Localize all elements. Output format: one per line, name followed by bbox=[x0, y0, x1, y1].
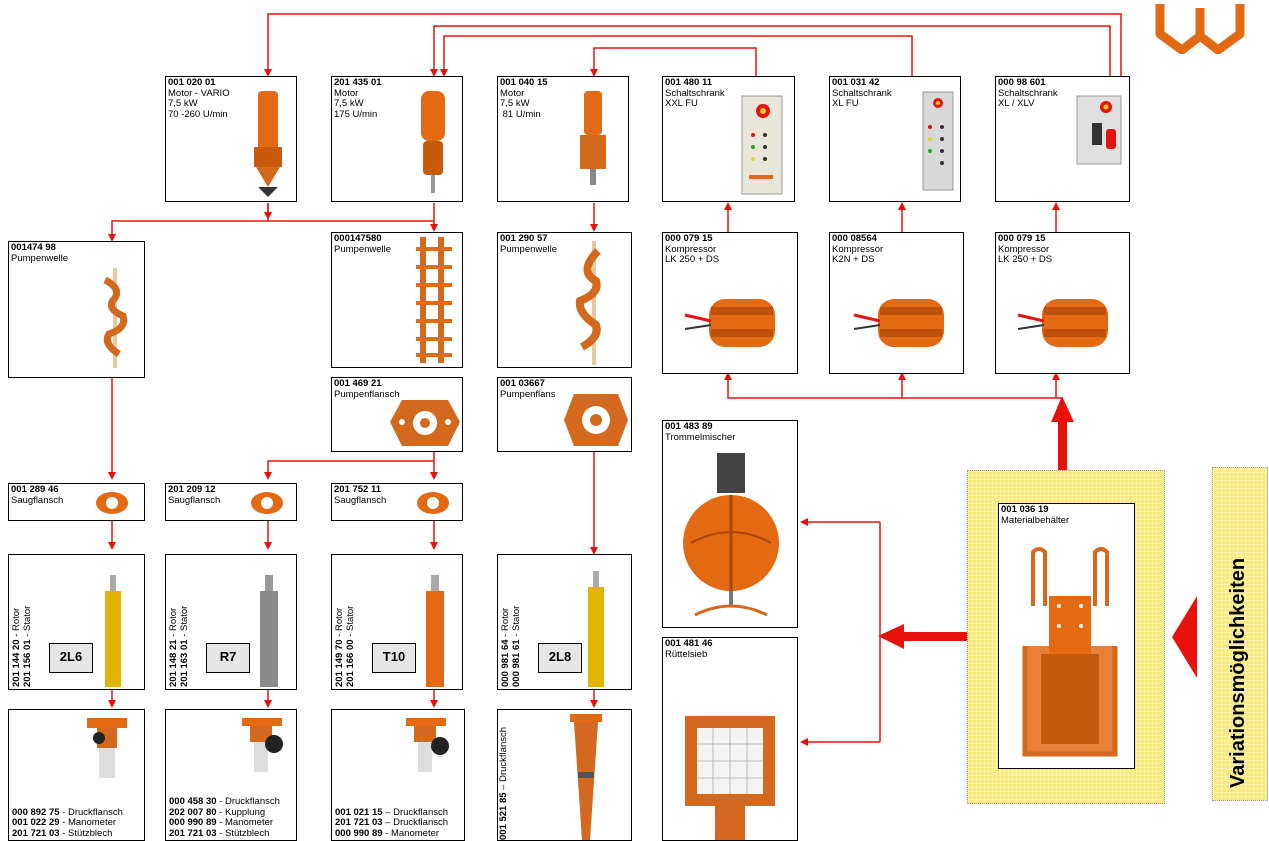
motor-image bbox=[250, 87, 286, 197]
part-desc: Pumpenwelle bbox=[11, 253, 68, 264]
pump-type-tag: 2L8 bbox=[538, 643, 582, 673]
pump-type-tag: T10 bbox=[372, 643, 416, 673]
outlet-part-list: 001 021 15 – Druckflansch 201 721 03 – D… bbox=[335, 808, 448, 840]
link-cabinet3-motor2 bbox=[434, 26, 1110, 78]
pump-flange-box-1: 001 469 21Pumpenflansch bbox=[331, 377, 463, 452]
shaft-image bbox=[416, 235, 452, 367]
pump-type-tag: 2L6 bbox=[49, 643, 93, 673]
part-desc: Motor - VARIO 7,5 kW 70 -260 U/min bbox=[168, 88, 230, 120]
pump-box-1: 201 144 20 - Rotor201 156 01 - Stator 2L… bbox=[8, 554, 145, 690]
cabinet-image bbox=[741, 95, 783, 195]
outlet-part-list: 000 892 75 - Druckflansch 001 022 29 - M… bbox=[12, 808, 123, 840]
compressor-image bbox=[683, 293, 783, 353]
outlet-image bbox=[238, 716, 286, 776]
outlet-image bbox=[402, 716, 452, 776]
variation-label-box: Variationsmöglichkeiten bbox=[1212, 467, 1268, 801]
pump-image bbox=[586, 571, 606, 687]
part-desc: Schaltschrank XXL FU bbox=[665, 88, 725, 110]
cabinet-image bbox=[922, 91, 954, 191]
outlet-box-1: 000 892 75 - Druckflansch 001 022 29 - M… bbox=[8, 709, 145, 841]
part-desc: Rüttelsieb bbox=[665, 649, 707, 660]
part-desc: Pumpenwelle bbox=[500, 244, 557, 255]
suction-flange-image bbox=[416, 490, 450, 516]
outlet-image bbox=[85, 716, 129, 782]
mixer-box: 001 483 89Trommelmischer bbox=[662, 420, 798, 628]
suction-flange-image bbox=[250, 490, 284, 516]
pump-image bbox=[103, 575, 123, 687]
outlet-code-vertical: 001 521 85 – Druckflansch bbox=[499, 727, 510, 840]
sieve-image bbox=[683, 714, 777, 841]
container-image bbox=[1019, 546, 1119, 764]
part-desc: Kompressor LK 250 + DS bbox=[665, 244, 719, 266]
variation-label: Variationsmöglichkeiten bbox=[1227, 558, 1250, 788]
cabinet-image bbox=[1076, 95, 1122, 165]
link-cabinet3-motor1 bbox=[268, 14, 1121, 78]
motor-image bbox=[576, 89, 610, 189]
link-motor1-shaft1 bbox=[112, 203, 268, 240]
compressor-image bbox=[1016, 293, 1116, 353]
shaft-image bbox=[95, 268, 135, 368]
part-desc: Saugflansch bbox=[168, 495, 220, 506]
outlet-box-4: 001 521 85 – Druckflansch bbox=[497, 709, 632, 841]
flange-image bbox=[562, 390, 630, 450]
shaft-image bbox=[574, 241, 606, 365]
pump-image bbox=[258, 575, 280, 687]
part-row: 201 721 03 - Stützblech bbox=[169, 829, 280, 840]
part-desc: Saugflansch bbox=[334, 495, 386, 506]
pump-type-tag: R7 bbox=[206, 643, 250, 673]
part-row: 000 990 89 - Manometer bbox=[335, 829, 448, 840]
part-desc: Schaltschrank XL FU bbox=[832, 88, 892, 110]
part-row: 201 721 03 - Stützblech bbox=[12, 829, 123, 840]
outlet-image bbox=[566, 712, 606, 841]
mixer-image bbox=[677, 451, 787, 623]
outlet-box-3: 001 021 15 – Druckflansch 201 721 03 – D… bbox=[331, 709, 465, 841]
part-desc: Saugflansch bbox=[11, 495, 63, 506]
suction-flange-image bbox=[95, 490, 129, 516]
part-desc: Kompressor LK 250 + DS bbox=[998, 244, 1052, 266]
link-cabinet2-motor2 bbox=[444, 36, 912, 78]
motor-image bbox=[416, 87, 450, 197]
part-desc: Pumpenflans bbox=[500, 389, 555, 400]
pump-image bbox=[424, 575, 446, 687]
part-desc: Materialbehälter bbox=[1001, 515, 1069, 526]
part-desc: Schaltschrank XL / XLV bbox=[998, 88, 1058, 110]
flange-image bbox=[388, 394, 462, 450]
outlet-box-2: 000 458 30 - Druckflansch 202 007 80 - K… bbox=[165, 709, 297, 841]
link-cabinet1-motor3 bbox=[594, 48, 756, 78]
part-desc: Motor 7,5 kW 175 U/min bbox=[334, 88, 377, 120]
part-desc: Trommelmischer bbox=[665, 432, 735, 443]
part-desc: Kompressor K2N + DS bbox=[832, 244, 883, 266]
compressor-image bbox=[852, 293, 952, 353]
part-desc: Pumpenwelle bbox=[334, 244, 391, 255]
outlet-part-list: 000 458 30 - Druckflansch 202 007 80 - K… bbox=[169, 797, 280, 839]
part-desc: Motor 7,5 kW 81 U/min bbox=[500, 88, 541, 120]
company-logo bbox=[1152, 0, 1248, 54]
